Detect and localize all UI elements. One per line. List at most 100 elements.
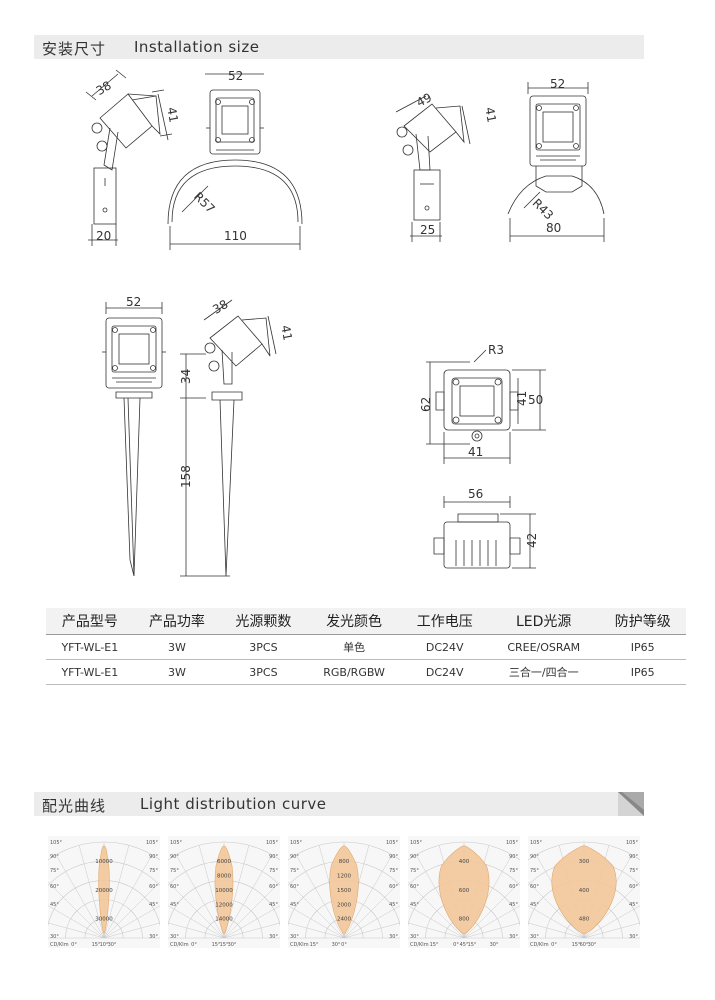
angle-label-bottom: 30° bbox=[588, 942, 597, 948]
angle-label-right: 105° bbox=[506, 840, 519, 846]
grid-radial bbox=[463, 881, 520, 939]
cell-led-count: 3PCS bbox=[220, 659, 307, 685]
angle-label-right: 30° bbox=[389, 934, 398, 940]
dim-r43: R43 bbox=[530, 196, 557, 223]
dim-50: 50 bbox=[528, 393, 543, 407]
angle-label-right: 45° bbox=[149, 902, 158, 908]
dim-49: 49 bbox=[414, 90, 434, 110]
angle-label-right: 45° bbox=[509, 902, 518, 908]
grid-radial bbox=[583, 922, 640, 939]
unit-label: CD/Klm bbox=[530, 942, 549, 948]
angle-label-bottom: 15° bbox=[310, 942, 319, 948]
header-ip-rating: 防护等级 bbox=[599, 608, 686, 635]
spec-table: 产品型号 产品功率 光源颗数 发光颜色 工作电压 LED光源 防护等级 YFT-… bbox=[46, 608, 686, 685]
angle-label-right: 90° bbox=[269, 854, 278, 860]
grid-radial bbox=[408, 922, 465, 939]
angle-label-right: 75° bbox=[269, 868, 278, 874]
angle-label-left: 75° bbox=[410, 868, 419, 874]
angle-label-bottom: 0° bbox=[71, 942, 77, 948]
angle-label-left: 60° bbox=[410, 884, 419, 890]
beam-curve bbox=[438, 845, 490, 935]
angle-label-right: 45° bbox=[389, 902, 398, 908]
dim-52a: 52 bbox=[228, 69, 243, 83]
angle-label-right: 45° bbox=[269, 902, 278, 908]
dim-42: 42 bbox=[525, 533, 539, 548]
dim-r3: R3 bbox=[488, 343, 504, 357]
drawing-junction-box-top bbox=[426, 349, 546, 464]
unit-label: CD/Klm bbox=[50, 942, 69, 948]
angle-label-left: 45° bbox=[530, 902, 539, 908]
grid-radial bbox=[103, 905, 160, 939]
dim-25: 25 bbox=[420, 223, 435, 237]
grid-radial bbox=[343, 905, 400, 939]
grid-radial bbox=[343, 922, 400, 939]
angle-label-right: 75° bbox=[149, 868, 158, 874]
angle-label-right: 60° bbox=[389, 884, 398, 890]
grid-radial bbox=[288, 905, 345, 939]
section-header-installation: 安装尺寸 Installation size bbox=[34, 35, 644, 59]
angle-label-left: 75° bbox=[530, 868, 539, 874]
angle-label-left: 45° bbox=[290, 902, 299, 908]
unit-label: CD/Klm bbox=[410, 942, 429, 948]
table-header-row: 产品型号 产品功率 光源颗数 发光颜色 工作电压 LED光源 防护等级 bbox=[46, 608, 686, 635]
dim-41b: 41 bbox=[482, 106, 498, 123]
angle-label-right: 75° bbox=[509, 868, 518, 874]
dim-158: 158 bbox=[179, 465, 193, 488]
grid-radial bbox=[223, 905, 280, 939]
dim-r57: R57 bbox=[191, 189, 218, 216]
beam-angle-label: 15° bbox=[220, 942, 229, 948]
header-color: 发光颜色 bbox=[306, 608, 402, 635]
angle-label-left: 75° bbox=[170, 868, 179, 874]
ring-label: 30000 bbox=[95, 917, 113, 923]
grid-radial bbox=[528, 881, 585, 939]
angle-label-right: 60° bbox=[509, 884, 518, 890]
grid-radial bbox=[168, 922, 225, 939]
unit-label: CD/Klm bbox=[290, 942, 309, 948]
ring-label: 1500 bbox=[337, 888, 351, 894]
cell-power: 3W bbox=[133, 634, 221, 660]
angle-label-right: 75° bbox=[629, 868, 638, 874]
angle-label-left: 105° bbox=[50, 840, 63, 846]
angle-label-left: 30° bbox=[290, 934, 299, 940]
cell-led-source: CREE/OSRAM bbox=[487, 634, 600, 660]
angle-label-left: 75° bbox=[50, 868, 59, 874]
ring-label: 400 bbox=[459, 859, 470, 865]
grid-radial bbox=[175, 854, 225, 939]
ring-label: 600 bbox=[459, 888, 470, 894]
angle-label-right: 105° bbox=[146, 840, 159, 846]
grid-radial bbox=[103, 881, 160, 939]
angle-label-left: 90° bbox=[530, 854, 539, 860]
cell-color: 单色 bbox=[306, 634, 402, 660]
ring-label: 12000 bbox=[215, 902, 233, 908]
angle-label-right: 60° bbox=[149, 884, 158, 890]
angle-label-left: 60° bbox=[170, 884, 179, 890]
dim-110: 110 bbox=[224, 229, 247, 243]
dim-41e: 41 bbox=[468, 445, 483, 459]
angle-label-right: 30° bbox=[629, 934, 638, 940]
ring-label: 20000 bbox=[95, 888, 113, 894]
grid-radial bbox=[48, 922, 105, 939]
dim-41d: 41 bbox=[515, 391, 529, 406]
angle-label-bottom: 0° bbox=[453, 942, 459, 948]
angle-label-bottom: 0° bbox=[551, 942, 557, 948]
angle-label-left: 45° bbox=[410, 902, 419, 908]
dim-80: 80 bbox=[546, 221, 561, 235]
polar-chart-1: 100002000030000105°90°75°60°45°30°105°90… bbox=[48, 836, 160, 948]
cell-voltage: DC24V bbox=[401, 634, 488, 660]
angle-label-left: 105° bbox=[290, 840, 303, 846]
section-header-light-distribution: 配光曲线 Light distribution curve bbox=[34, 792, 644, 816]
dim-38a: 38 bbox=[94, 78, 114, 98]
ring-label: 6000 bbox=[217, 859, 231, 865]
polar-chart-5: 300400480105°90°75°60°45°30°105°90°75°60… bbox=[528, 836, 640, 948]
header-led-source: LED光源 bbox=[487, 608, 600, 635]
ring-label: 1200 bbox=[337, 874, 351, 880]
grid-radial bbox=[223, 881, 280, 939]
section-title-en: Light distribution curve bbox=[140, 795, 327, 813]
grid-radial bbox=[288, 922, 345, 939]
grid-radial bbox=[343, 854, 393, 939]
cell-model: YFT-WL-E1 bbox=[46, 659, 134, 685]
table-row: YFT-WL-E1 3W 3PCS RGB/RGBW DC24V 三合一/四合一… bbox=[46, 659, 686, 685]
angle-label-left: 45° bbox=[50, 902, 59, 908]
cell-voltage: DC24V bbox=[401, 659, 488, 685]
table-row: YFT-WL-E1 3W 3PCS 单色 DC24V CREE/OSRAM IP… bbox=[46, 634, 686, 660]
